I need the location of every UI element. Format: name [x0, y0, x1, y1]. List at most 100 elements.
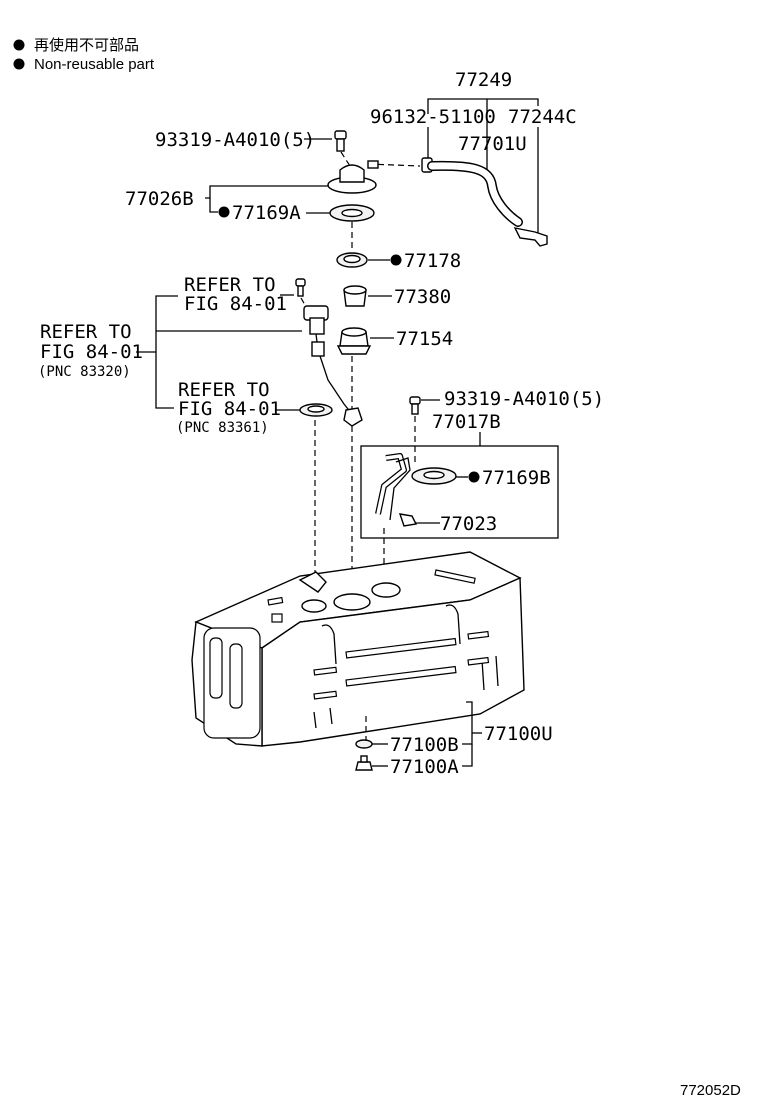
label-96132: 96132-51100: [370, 106, 496, 128]
tank-top-slot: [267, 596, 284, 606]
bolt-head-icon: [409, 396, 421, 405]
nonreusable-marker-icon: [468, 471, 480, 483]
filler-77154-group: 77154: [336, 327, 453, 598]
tube-77017b: [376, 454, 406, 515]
tank-slot: [345, 665, 457, 687]
label-77017b: 77017B: [432, 411, 501, 433]
drain-plug: [355, 761, 373, 771]
box-77017b: [360, 445, 559, 539]
pump-lower: [311, 341, 325, 357]
label-77169a: 77169A: [232, 202, 301, 224]
label-77701u: 77701U: [458, 133, 527, 155]
drain-plug-head: [360, 755, 368, 763]
fuel-pump-sender: [303, 305, 363, 582]
tank-top-tab: [271, 613, 283, 623]
float: [343, 407, 363, 427]
refer-block-2: REFER TO FIG 84-01 (PNC 83320): [38, 295, 302, 409]
bracket-77100-upper: [462, 701, 473, 745]
tank-rib: [495, 655, 499, 687]
vent-valve-group: 77026B 77169A: [125, 160, 379, 252]
tank-slot: [313, 690, 338, 700]
tank-opening-tube: [371, 582, 401, 598]
label-77178: 77178: [404, 250, 461, 272]
label-93319-top: 93319-A4010(5): [155, 129, 315, 151]
tube-outline: [375, 453, 407, 515]
refer-2-line2: FIG 84-01: [40, 341, 143, 363]
screw-icon: [295, 278, 306, 287]
refer-3-line3: (PNC 83361): [176, 420, 269, 436]
bolt-top-group: 93319-A4010(5): [155, 129, 351, 167]
bullet-icon: [13, 39, 25, 51]
fitting-77023: [398, 513, 418, 527]
vent-hose: [428, 162, 522, 226]
tank-rib: [313, 711, 317, 729]
label-77244c: 77244C: [508, 106, 577, 128]
label-77169b: 77169B: [482, 467, 551, 489]
label-77249: 77249: [455, 69, 512, 91]
fuel-tank: [191, 551, 525, 747]
tube-second: [389, 457, 411, 521]
bracket-77026b: [205, 185, 332, 199]
drain-gasket: [355, 739, 373, 749]
legend: 再使用不可部品 Non-reusable part: [13, 37, 155, 73]
label-77154: 77154: [396, 328, 453, 350]
refer-1-line2: FIG 84-01: [184, 293, 287, 315]
tank-slot: [467, 630, 490, 640]
vent-assembly: 77249 96132-51100 77244C 77701U: [367, 69, 577, 247]
tank-opening-filler: [333, 593, 371, 611]
gasket-77169a-hole: [341, 208, 363, 218]
cap-77380-top: [343, 285, 367, 295]
tank-opening-pump: [301, 599, 327, 613]
tank-end-rib-1: [209, 637, 223, 699]
bracket-77244c-part: [513, 227, 548, 247]
drain-plug-group: 77100B 77100A 77100U: [355, 701, 553, 778]
label-77026b: 77026B: [125, 188, 194, 210]
label-77380: 77380: [394, 286, 451, 308]
tank-rib: [329, 707, 333, 725]
refer-block-3: REFER TO FIG 84-01 (PNC 83361): [176, 379, 333, 436]
gasket-77169b-hole: [423, 470, 445, 480]
bullet-icon: [13, 58, 25, 70]
label-77100a: 77100A: [390, 756, 459, 778]
nonreusable-marker-icon: [218, 206, 230, 218]
refer-2-line3: (PNC 83320): [38, 364, 131, 380]
bracket-77249: [427, 98, 539, 114]
refer-1-line1: REFER TO: [184, 274, 276, 296]
bracket-77100-lower: [462, 744, 473, 767]
gasket-pump-hole: [307, 405, 325, 413]
tank-end-rib-2: [229, 643, 243, 709]
dash-vent: [367, 163, 421, 167]
dash-bolt-top: [340, 151, 351, 167]
tank-rib: [445, 604, 461, 645]
tank-rib: [321, 624, 337, 665]
bolt-mid-group: 93319-A4010(5) 77017B 77169B 77023: [360, 388, 604, 588]
tank-filler-neck: [298, 571, 327, 593]
label-77023: 77023: [440, 513, 497, 535]
refer-2-line1: REFER TO: [40, 321, 132, 343]
cap-77380-group: 77380: [343, 285, 451, 308]
bracket-77026b-lower: [209, 198, 218, 213]
bolt-shank-icon: [336, 138, 345, 152]
filler-77154-top: [341, 327, 367, 337]
figure-code: 772052D: [680, 1082, 741, 1099]
label-77100u: 77100U: [484, 723, 553, 745]
refer-3-line2: FIG 84-01: [178, 398, 281, 420]
tank-slot: [313, 666, 338, 676]
nonreusable-marker-icon: [390, 254, 402, 266]
refer-3-line1: REFER TO: [178, 379, 270, 401]
ring-77178-hole: [343, 254, 361, 264]
tank-rib: [481, 659, 485, 691]
tank-slot: [467, 656, 490, 666]
valve-dome: [339, 164, 365, 183]
bolt-head-icon: [334, 130, 347, 140]
bolt-shank-icon: [411, 403, 419, 415]
tank-slot: [345, 637, 457, 659]
legend-japanese: 再使用不可部品: [34, 37, 139, 54]
legend-english: Non-reusable part: [34, 56, 155, 73]
pump-body: [309, 317, 325, 335]
label-77100b: 77100B: [390, 734, 459, 756]
bracket-refer: [155, 295, 178, 409]
filler-77154-base: [336, 345, 372, 355]
ring-77178-group: 77178: [336, 250, 461, 272]
